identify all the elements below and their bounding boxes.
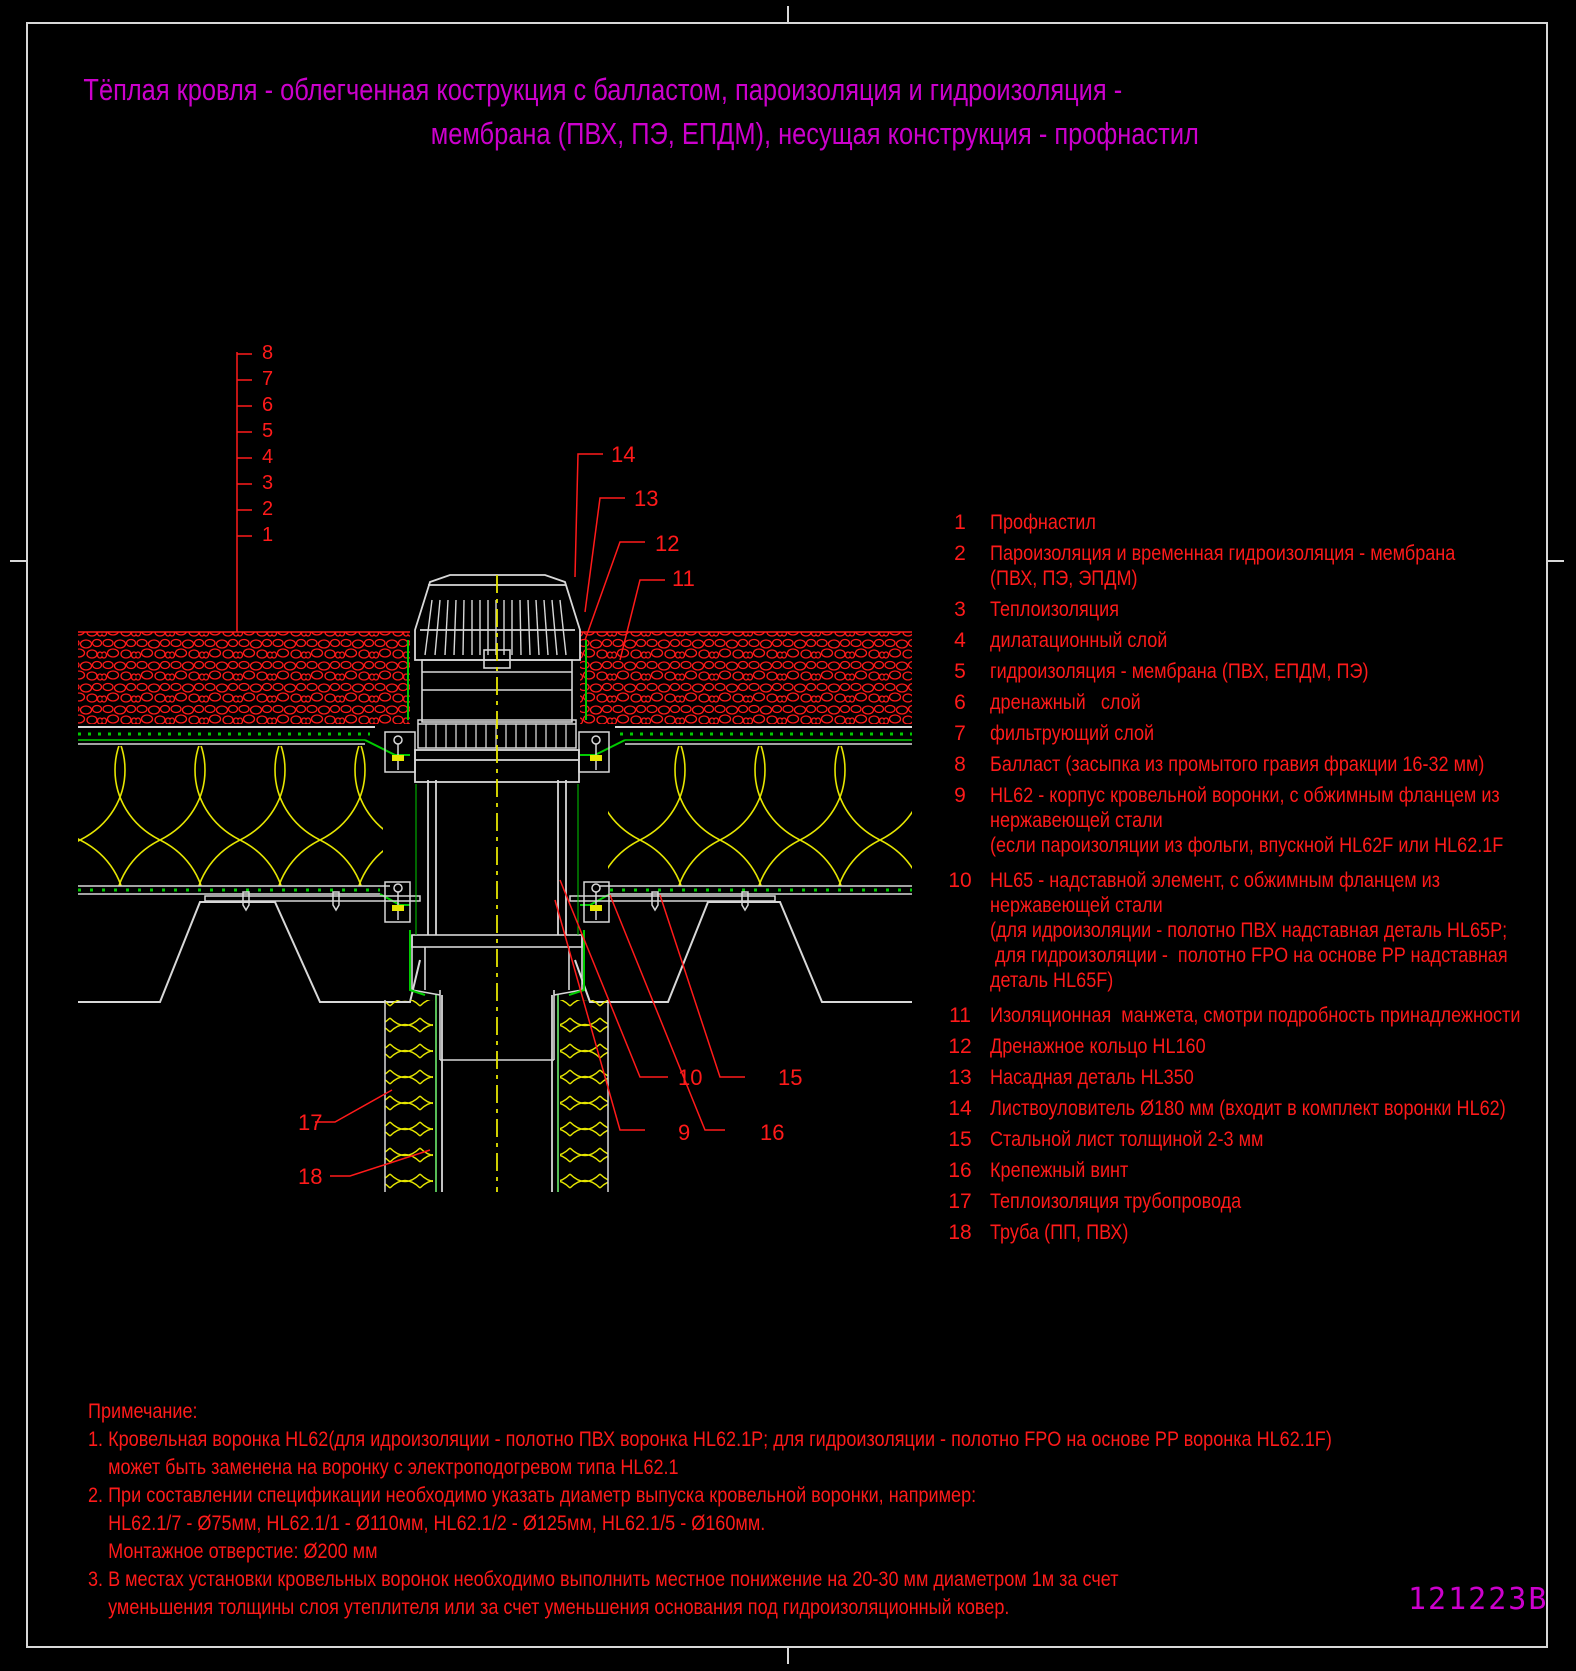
legend-text: Балласт (засыпка из промытого гравия фра…: [990, 753, 1485, 776]
legend-text: Стальной лист толщиной 2-3 мм: [990, 1128, 1264, 1151]
callout-14: 14: [611, 442, 636, 467]
legend-text: (если пароизоляции из фольги, впускной H…: [990, 834, 1504, 857]
legend-text: HL65 - надставной элемент, с обжимным фл…: [990, 869, 1440, 892]
scale-label-7: 7: [262, 368, 274, 390]
legend-text: (ПВХ, ПЭ, ЭПДМ): [990, 567, 1138, 590]
legend-text: нержавеющей стали: [990, 894, 1163, 917]
frame-tick-bottom: [787, 1648, 789, 1664]
legend-text: для гидроизоляции - полотно FPO на основ…: [990, 944, 1508, 967]
note-2-line-2: HL62.1/7 - Ø75мм, HL62.1/1 - Ø110мм, HL6…: [88, 1512, 766, 1535]
title-line-2: мембрана (ПВХ, ПЭ, ЕПДМ), несущая констр…: [430, 116, 1199, 151]
legend-number: 16: [948, 1159, 972, 1182]
note-1-line-1: 1. Кровельная воронка HL62(для идроизоля…: [88, 1428, 1332, 1451]
callout-9: 9: [678, 1120, 691, 1145]
legend-number: 10: [948, 869, 972, 892]
legend-text: Профнастил: [990, 511, 1096, 534]
legend-text: Изоляционная манжета, смотри подробность…: [990, 1004, 1521, 1027]
scale-label-1: 1: [262, 524, 274, 546]
legend-number: 15: [948, 1128, 972, 1151]
frame-tick-left: [10, 560, 26, 562]
layer-scale: [236, 352, 252, 632]
legend-number: 8: [954, 753, 966, 776]
callout-13: 13: [634, 486, 659, 511]
callout-17: 17: [298, 1110, 323, 1135]
legend-number: 9: [954, 784, 966, 807]
legend-number: 11: [949, 1004, 971, 1027]
legend-number: 12: [948, 1035, 972, 1058]
callout-18: 18: [298, 1164, 323, 1189]
legend-text: деталь HL65F): [990, 969, 1114, 992]
legend-text: дренажный слой: [990, 691, 1141, 714]
legend-text: фильтрующий слой: [990, 722, 1155, 745]
notes: Примечание: 1. Кровельная воронка HL62(д…: [88, 1398, 1534, 1622]
legend-number: 6: [954, 691, 966, 714]
note-2-line-1: 2. При составлении спецификации необходи…: [88, 1484, 977, 1507]
scale-label-2: 2: [262, 498, 274, 520]
insulation-left: [78, 746, 383, 886]
drawing-code: 121223B: [1408, 1582, 1549, 1617]
scale-label-6: 6: [262, 394, 274, 416]
legend-text: Пароизоляция и временная гидроизоляция -…: [990, 542, 1456, 565]
insulation-right: [608, 746, 912, 886]
legend-number: 18: [948, 1221, 972, 1244]
frame-tick-right: [1548, 560, 1564, 562]
legend-number: 2: [954, 542, 966, 565]
legend-number: 4: [954, 629, 966, 652]
title-line-1: Тёплая кровля - облегченная кострукция с…: [83, 72, 1123, 107]
ballast-right: [580, 632, 912, 724]
legend-number: 17: [948, 1190, 972, 1213]
note-3-line-1: 3. В местах установки кровельных воронок…: [88, 1568, 1119, 1591]
callout-15: 15: [778, 1065, 803, 1090]
note-3-line-2: уменьшения толщины слоя утеплителя или з…: [88, 1596, 1010, 1619]
legend-text: дилатационный слой: [990, 629, 1168, 652]
legend-number: 5: [954, 660, 966, 683]
callout-12: 12: [655, 531, 680, 556]
scale-label-4: 4: [262, 446, 274, 468]
legend-text: (для идроизоляции - полотно ПВХ надставн…: [990, 919, 1508, 942]
leader-lines: [315, 453, 745, 1177]
legend-text: HL62 - корпус кровельной воронки, с обжи…: [990, 784, 1500, 807]
scale-label-8: 8: [262, 342, 274, 364]
notes-heading: Примечание:: [88, 1400, 198, 1423]
note-1-line-2: может быть заменена на воронку с электро…: [88, 1456, 679, 1479]
legend-text: Теплоизоляция: [990, 598, 1119, 621]
legend-text: Дренажное кольцо HL160: [990, 1035, 1206, 1058]
profiled-deck: [78, 901, 912, 1003]
legend-text: Листвоуловитель Ø180 мм (входит в компле…: [990, 1097, 1506, 1120]
legend-text: нержавеющей стали: [990, 809, 1163, 832]
note-2-line-3: Монтажное отверстие: Ø200 мм: [88, 1540, 378, 1563]
legend-text: Теплоизоляция трубопровода: [990, 1190, 1242, 1213]
frame-tick-top: [787, 6, 789, 22]
callout-10: 10: [678, 1065, 703, 1090]
scale-label-5: 5: [262, 420, 274, 442]
callout-11: 11: [672, 566, 695, 591]
scale-label-3: 3: [262, 472, 274, 494]
vapour-barrier: [78, 885, 912, 906]
legend-text: Труба (ПП, ПВХ): [990, 1221, 1129, 1244]
legend-number: 7: [954, 722, 966, 745]
legend-number: 14: [948, 1097, 972, 1120]
pipe-insulation-left: [385, 1000, 433, 1190]
callout-16: 16: [760, 1120, 785, 1145]
legend-number: 3: [954, 598, 966, 621]
legend-text: Насадная деталь HL350: [990, 1066, 1194, 1089]
legend-text: гидроизоляция - мембрана (ПВХ, ЕПДМ, ПЭ): [990, 660, 1369, 683]
legend-number: 1: [954, 511, 966, 534]
ballast-left: [78, 632, 410, 724]
drawing-frame: [26, 22, 1548, 1648]
pipe-insulation-right: [560, 1000, 608, 1190]
legend-number: 13: [948, 1066, 972, 1089]
legend-text: Крепежный винт: [990, 1159, 1129, 1182]
